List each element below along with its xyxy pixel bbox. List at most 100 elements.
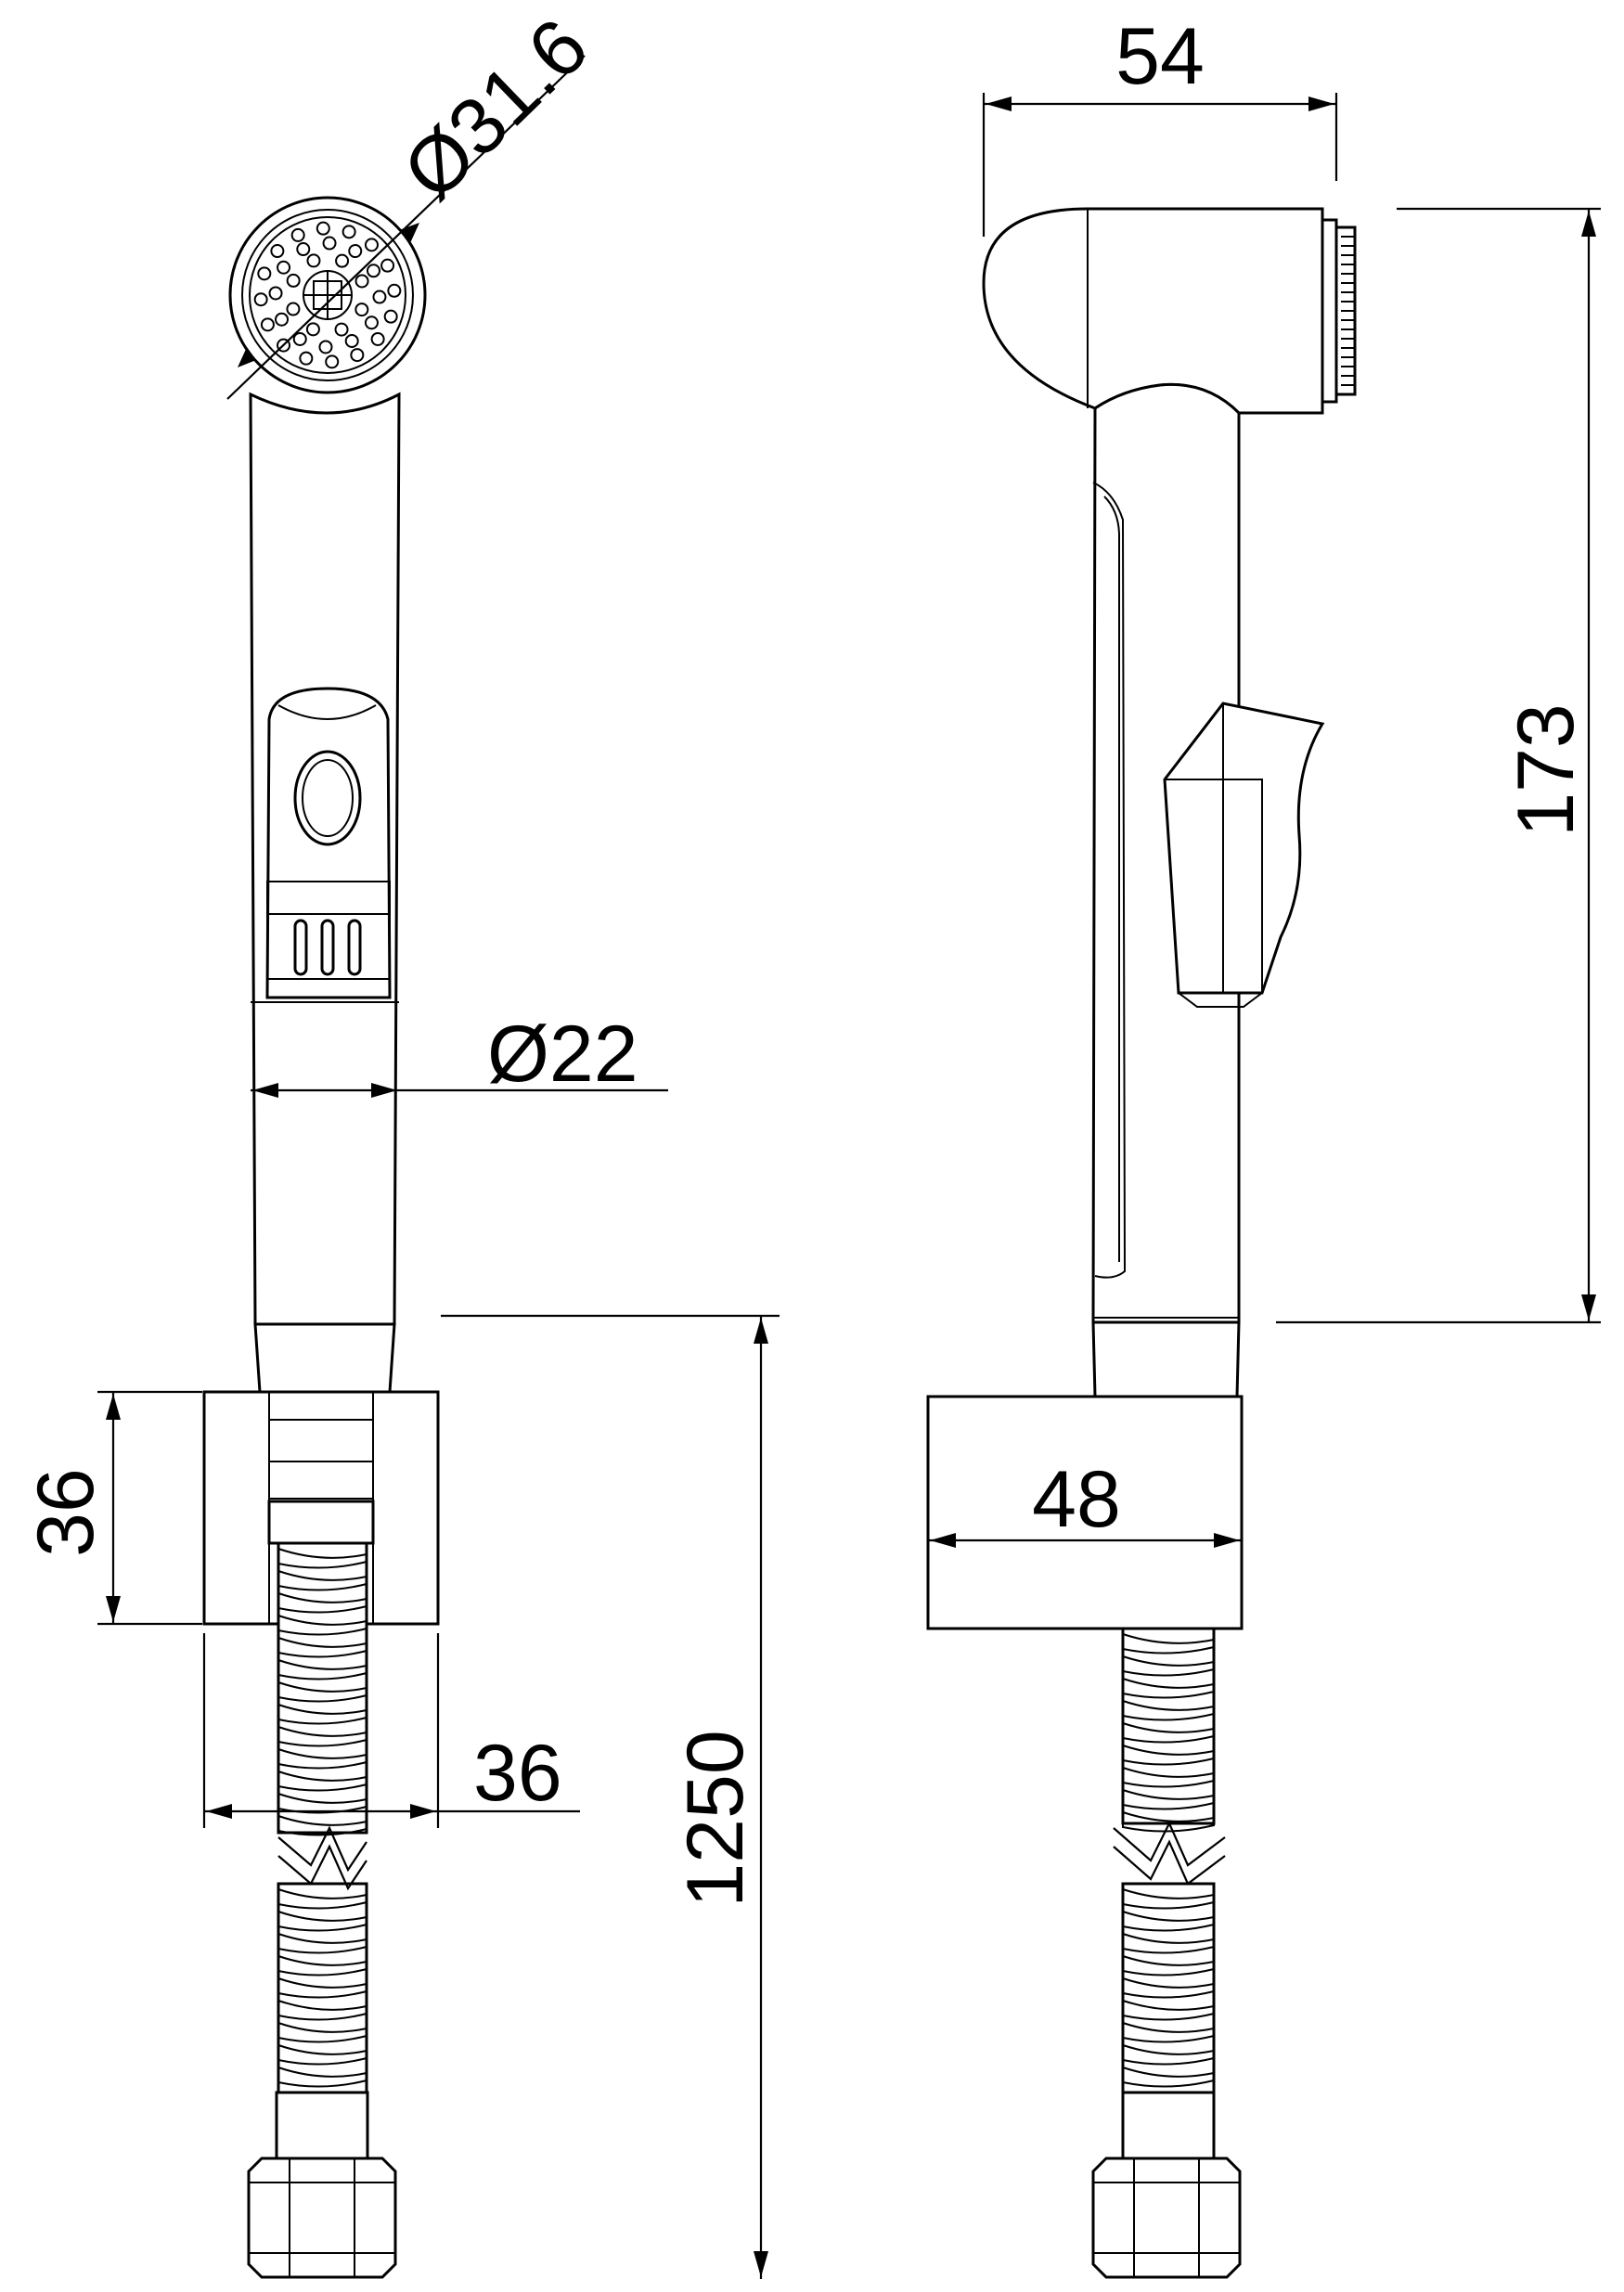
hose-coil	[1122, 2043, 1215, 2066]
hose-coil	[1122, 1977, 1215, 1999]
hose-coil	[277, 2066, 367, 2088]
dim-holder-depth: 48	[1032, 1455, 1121, 1544]
hose-coil	[1122, 1999, 1215, 2021]
dim-hose-length: 1250	[671, 1730, 760, 1907]
hose-coil	[1122, 1766, 1215, 1788]
nozzle-hole	[316, 221, 330, 236]
hose-coil	[277, 1770, 367, 1792]
nozzle-holes	[253, 221, 402, 369]
nozzle-hole	[364, 315, 379, 330]
nozzle-hole	[370, 331, 385, 346]
hose-coil	[1122, 1721, 1215, 1744]
flexible-hose-lower	[277, 1882, 368, 2094]
hose-coil	[1122, 1810, 1215, 1833]
hose-coil	[277, 1680, 367, 1703]
nozzle-hole	[260, 317, 275, 332]
nozzle-hole	[350, 348, 365, 363]
hose-coil	[277, 1703, 367, 1725]
trigger-lever	[265, 687, 392, 999]
hose-nut-top	[267, 1500, 375, 1545]
hose-coil	[1122, 1632, 1215, 1655]
nozzle-hole	[286, 273, 301, 288]
nozzle-hole	[322, 236, 337, 251]
hose-coil	[277, 1547, 367, 1569]
side-trigger	[1163, 702, 1325, 1008]
nozzle-hole	[296, 242, 311, 257]
nozzle-hole	[275, 312, 290, 327]
hose-coil	[1122, 1677, 1215, 1699]
nozzle-hole	[290, 227, 305, 242]
front-view	[202, 196, 440, 2279]
hose-coil	[1122, 1699, 1215, 1721]
dim-head-diameter: Ø31.6	[387, 2, 605, 217]
nozzle-hole	[299, 351, 314, 366]
nozzle-hole	[383, 309, 398, 324]
hose-coil	[277, 2021, 367, 2043]
side-hose-end-fitting	[1091, 2091, 1242, 2279]
hose-coil	[277, 1636, 367, 1658]
side-handle-body	[1091, 382, 1241, 1324]
nozzle-hole	[387, 283, 402, 298]
hose-coil	[277, 1999, 367, 2021]
dim-handle-diameter: Ø22	[487, 1010, 638, 1099]
dim-shower-length: 173	[1502, 703, 1591, 837]
nozzle-hole	[325, 354, 340, 369]
hose-coil	[277, 2043, 367, 2066]
hose-coil	[1122, 1744, 1215, 1766]
nozzle-hole	[292, 331, 307, 346]
nozzle-hole	[335, 253, 350, 268]
side-holder	[926, 1395, 1244, 1630]
nozzle-hole	[354, 303, 369, 317]
side-view	[926, 207, 1357, 2279]
hose-coil	[1122, 1910, 1215, 1932]
hose-coil	[277, 1932, 367, 1954]
nozzle-hole	[305, 322, 320, 337]
nozzle-hole	[380, 258, 395, 273]
nozzle-hole	[306, 253, 321, 268]
nozzle-hole	[268, 286, 283, 301]
nozzle-hole	[270, 244, 285, 259]
hose-coil	[1122, 1932, 1215, 1954]
hose-coil	[277, 1977, 367, 1999]
spray-face-ribs	[1341, 236, 1355, 386]
hose-coil	[277, 1614, 367, 1636]
nozzle-hole	[286, 302, 301, 316]
side-hose-upper	[1121, 1627, 1216, 1833]
hose-coil	[1122, 1887, 1215, 1910]
hose-coil	[1122, 1788, 1215, 1810]
hose-coil	[277, 1954, 367, 1977]
hose-coil	[1122, 2066, 1215, 2088]
hose-coil	[277, 1814, 367, 1836]
dim-holder-height: 36	[21, 1468, 110, 1557]
nozzle-hole	[348, 244, 363, 259]
nozzle-hole	[344, 333, 359, 348]
hose-coil	[277, 1569, 367, 1591]
hose-coil	[277, 1658, 367, 1680]
nozzle-hole	[366, 264, 380, 278]
hose-coil	[277, 1747, 367, 1770]
side-head	[982, 207, 1324, 415]
handle-collar	[253, 1322, 396, 1394]
flexible-hose-upper	[277, 1541, 368, 1836]
nozzle-hole	[277, 338, 291, 353]
nozzle-hole	[354, 274, 369, 289]
hose-coil	[277, 1591, 367, 1614]
hose-coil	[1122, 1655, 1215, 1677]
nozzle-hole	[342, 225, 356, 239]
hose-coil	[277, 1910, 367, 1932]
nozzle-hole	[372, 290, 387, 304]
hose-coil	[277, 1725, 367, 1747]
hose-end-fitting	[247, 2091, 397, 2279]
hose-coil	[1122, 2021, 1215, 2043]
hose-coil	[277, 1887, 367, 1910]
nozzle-hole	[318, 340, 333, 354]
nozzle-hole	[277, 260, 291, 275]
spray-head-face	[228, 196, 427, 394]
side-hose-lower	[1121, 1882, 1216, 2094]
nozzle-hole	[253, 292, 268, 307]
nozzle-hole	[334, 322, 349, 337]
hose-coil	[1122, 1954, 1215, 1977]
hose-break-mark	[277, 1825, 367, 1873]
nozzle-hole	[257, 266, 272, 281]
